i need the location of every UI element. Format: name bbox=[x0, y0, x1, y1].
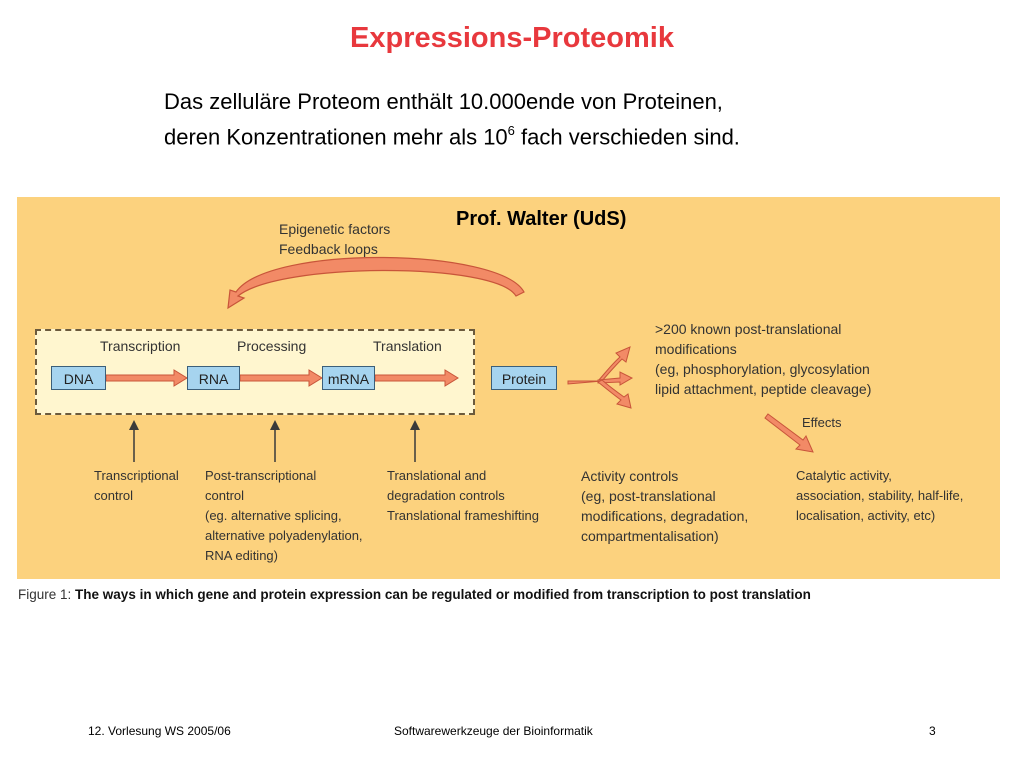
effects-label: Effects bbox=[802, 415, 842, 430]
credit-label: Prof. Walter (UdS) bbox=[456, 208, 627, 230]
control-line: Post-transcriptional bbox=[205, 468, 317, 483]
figure-caption: Figure 1: The ways in which gene and pro… bbox=[18, 587, 811, 602]
modifications-line: lipid attachment, peptide cleavage) bbox=[655, 381, 872, 397]
control-line: Translational and bbox=[387, 468, 487, 483]
control-line: compartmentalisation) bbox=[581, 528, 719, 544]
control-line: RNA editing) bbox=[205, 548, 278, 563]
transcription-label: Transcription bbox=[100, 338, 181, 354]
control-line: association, stability, half-life, bbox=[796, 488, 964, 503]
footer-lecture: 12. Vorlesung WS 2005/06 bbox=[88, 724, 231, 738]
modifications-line: (eg, phosphorylation, glycosylation bbox=[655, 361, 870, 377]
control-line: Catalytic activity, bbox=[796, 468, 892, 483]
feedback-loop-arrow bbox=[227, 256, 525, 310]
node-mrna: mRNA bbox=[322, 366, 375, 390]
subtitle-line-2: deren Konzentrationen mehr als 106 fach … bbox=[164, 123, 740, 150]
modifications-text: >200 known post-translational modificati… bbox=[655, 319, 871, 399]
control-line: control bbox=[94, 488, 134, 503]
effects-arrow bbox=[764, 413, 814, 453]
control-line: Transcriptional bbox=[94, 468, 179, 483]
slide-title: Expressions-Proteomik bbox=[350, 22, 674, 54]
processing-label: Processing bbox=[237, 338, 307, 354]
arrow-dna-to-rna bbox=[105, 369, 188, 387]
subtitle-exponent: 6 bbox=[507, 123, 515, 138]
subtitle-line-2-start: deren Konzentrationen mehr als 10 bbox=[164, 124, 508, 150]
activity-control-text: Activity controls (eg, post-translationa… bbox=[581, 466, 748, 546]
control-line: degradation controls bbox=[387, 488, 505, 503]
caption-text: The ways in which gene and protein expre… bbox=[75, 587, 811, 602]
modifications-line: >200 known post-translational bbox=[655, 321, 842, 337]
control-line: localisation, activity, etc) bbox=[796, 508, 936, 523]
modifications-line: modifications bbox=[655, 341, 737, 357]
subtitle-line-1: Das zelluläre Proteom enthält 10.000ende… bbox=[164, 89, 723, 114]
translation-label: Translation bbox=[373, 338, 442, 354]
control-line: Translational frameshifting bbox=[387, 508, 539, 523]
catalytic-activity-text: Catalytic activity, association, stabili… bbox=[796, 466, 963, 526]
epigenetic-factors-line: Epigenetic factors bbox=[279, 221, 391, 237]
control-line: (eg. alternative splicing, bbox=[205, 508, 342, 523]
feedback-loops-line: Feedback loops bbox=[279, 241, 378, 257]
gene-expression-region bbox=[35, 329, 475, 415]
arrow-mrna-to-protein bbox=[374, 369, 459, 387]
node-dna: DNA bbox=[51, 366, 106, 390]
caption-label: Figure 1: bbox=[18, 587, 72, 602]
control-line: control bbox=[205, 488, 245, 503]
post-transcriptional-control-text: Post-transcriptional control (eg. altern… bbox=[205, 466, 363, 566]
modification-fan-arrow bbox=[567, 346, 634, 409]
arrow-rna-to-mrna bbox=[239, 369, 323, 387]
control-line: (eg, post-translational bbox=[581, 488, 716, 504]
node-rna: RNA bbox=[187, 366, 240, 390]
subtitle-line-2-end: fach verschieden sind. bbox=[514, 124, 740, 150]
translational-control-text: Translational and degradation controls T… bbox=[387, 466, 539, 526]
epigenetic-label: Epigenetic factors Feedback loops bbox=[279, 219, 390, 259]
control-line: modifications, degradation, bbox=[581, 508, 749, 524]
node-protein: Protein bbox=[491, 366, 557, 390]
footer-course: Softwarewerkzeuge der Bioinformatik bbox=[394, 724, 593, 738]
control-line: Activity controls bbox=[581, 468, 679, 484]
transcriptional-control-text: Transcriptional control bbox=[94, 466, 179, 506]
control-line: alternative polyadenylation, bbox=[205, 528, 363, 543]
footer-page-number: 3 bbox=[929, 724, 936, 738]
